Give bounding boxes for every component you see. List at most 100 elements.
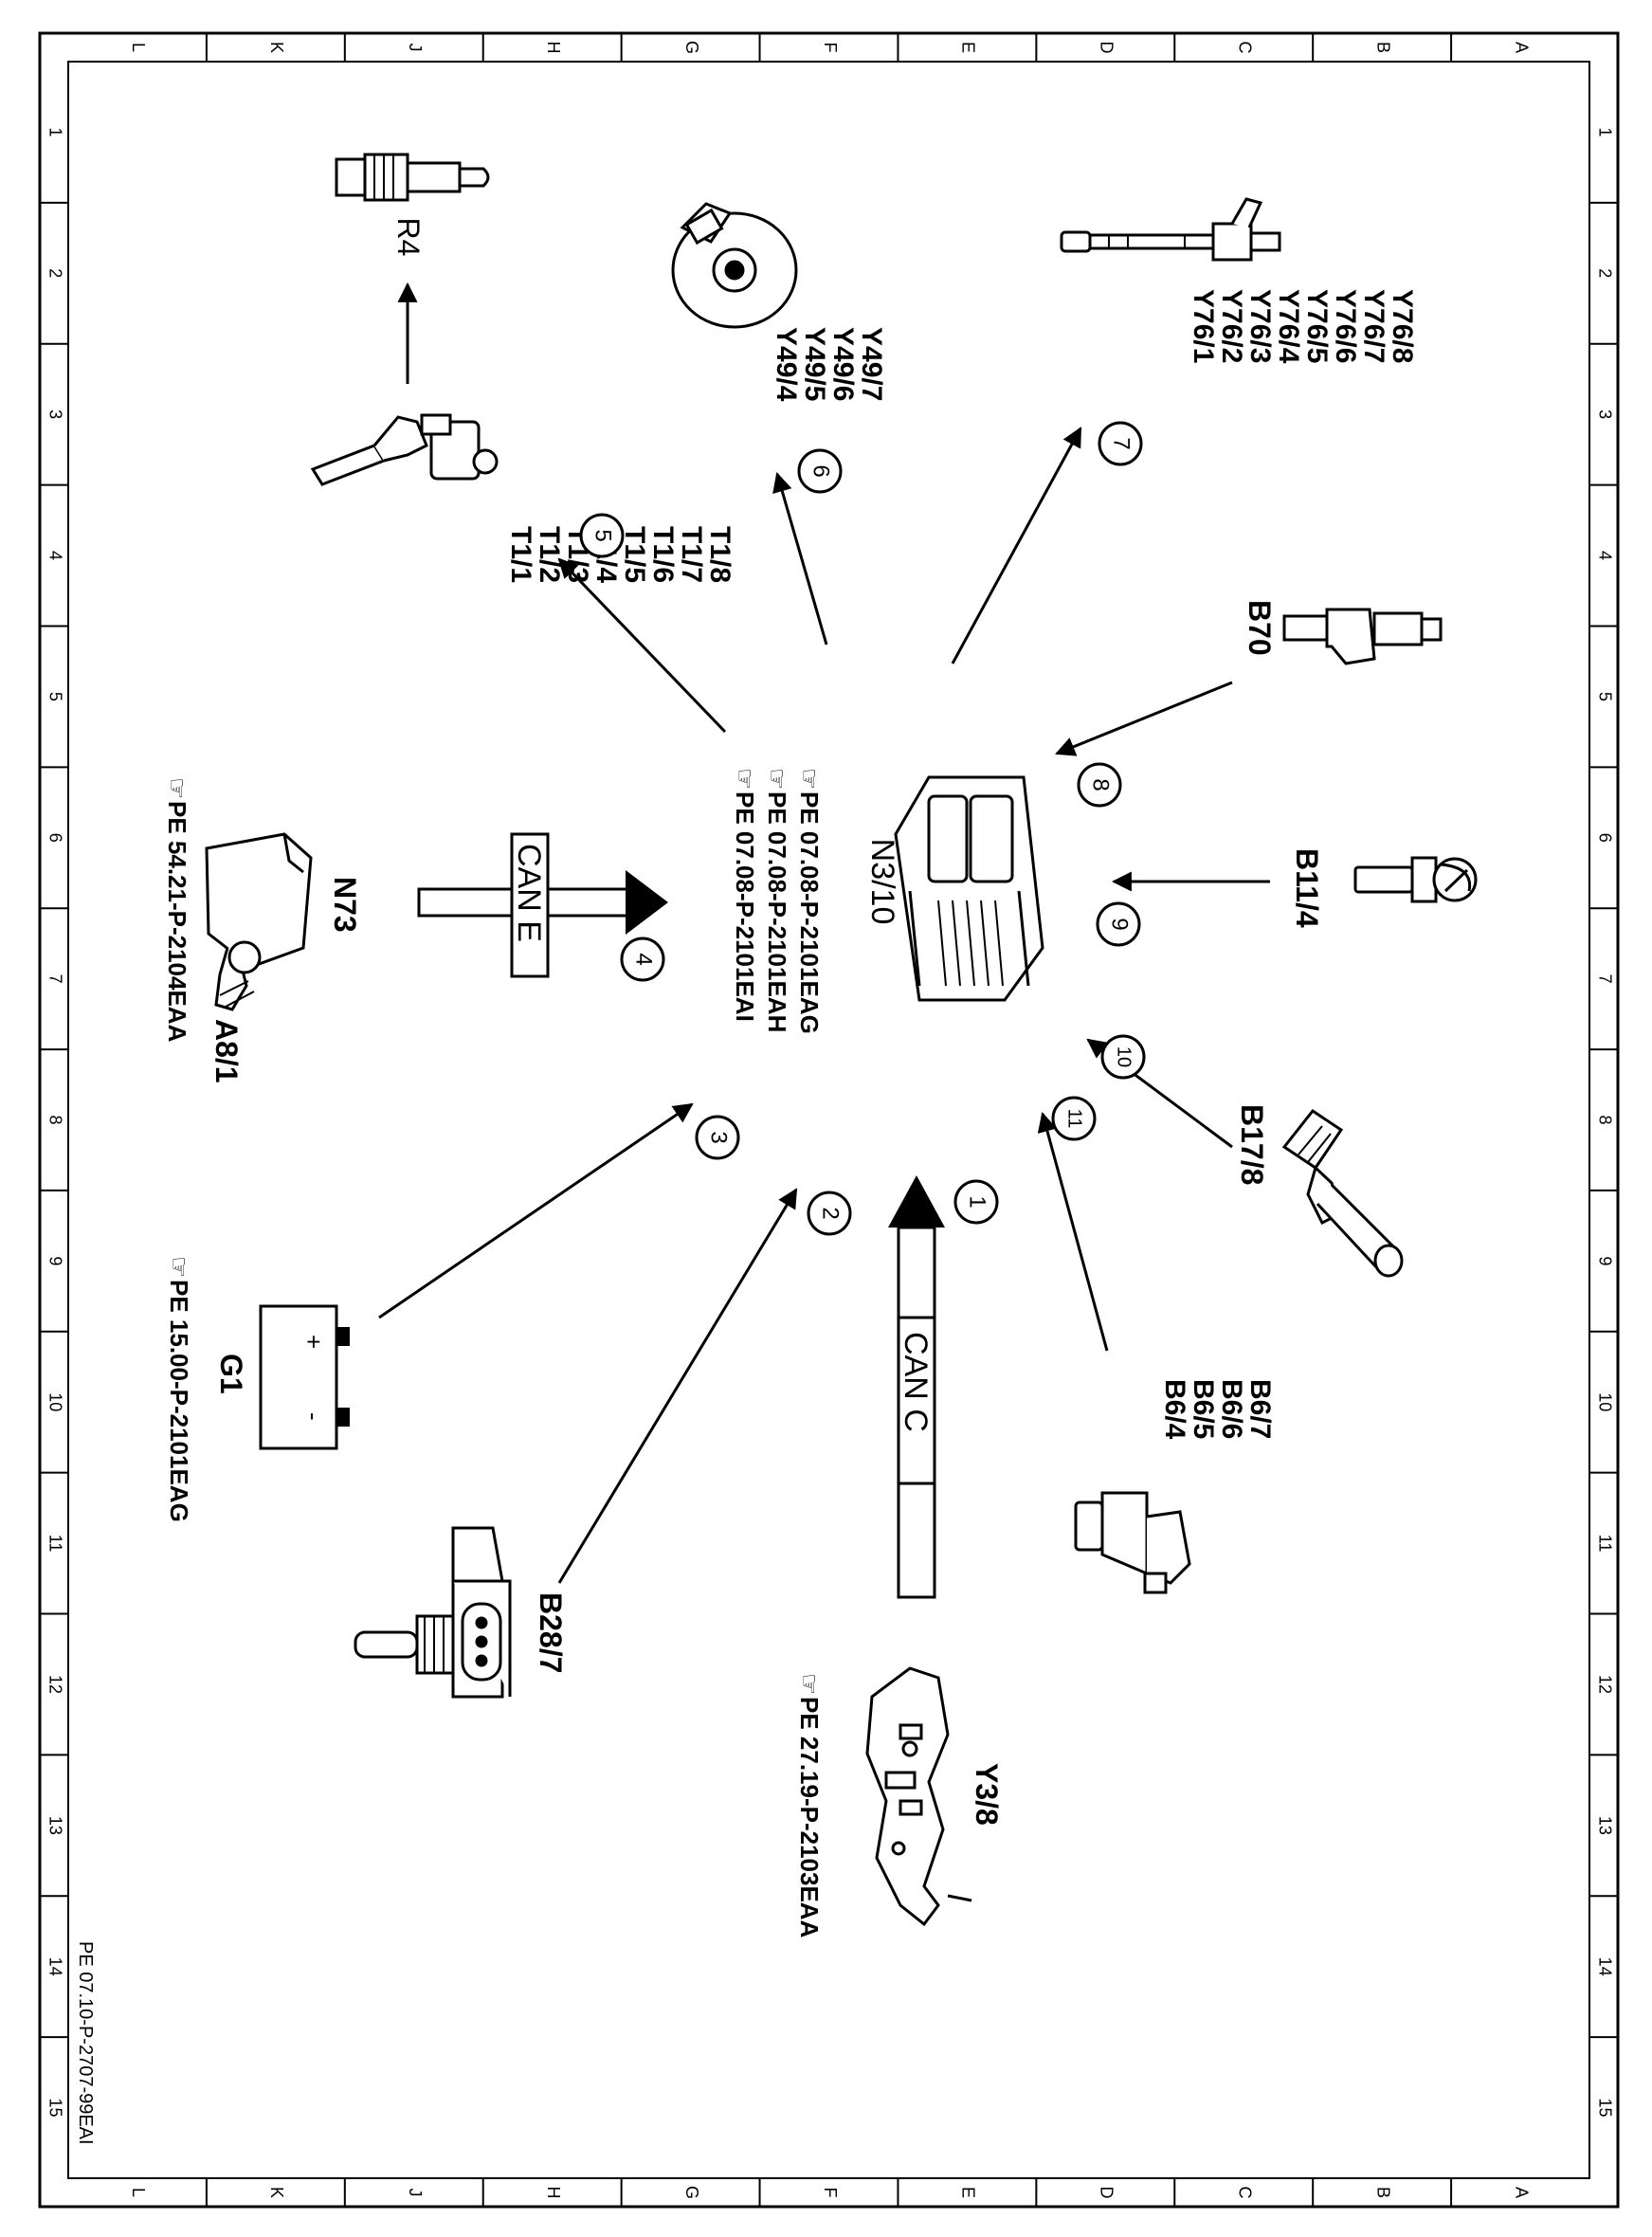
frame-column-label: F [821,43,840,53]
frame-row-label: 11 [1595,1535,1614,1553]
pointing-hand-icon: ☞ [731,768,759,790]
pointing-hand-icon: ☞ [165,1256,193,1278]
pointing-hand-icon: ☞ [795,768,824,790]
transmission-control-y3-8[interactable]: Y3/8 ☞ PE 27.19-P-2103EAA [795,1666,1004,1938]
frame-column-label: B [1373,2187,1392,2198]
battery-reference: ☞ PE 15.00-P-2101EAG [165,1256,193,1522]
ecu-references: PE 07.08-P-2101EAG PE 07.08-P-2101EAH PE… [731,768,824,1034]
can-c-label: CAN C [898,1332,934,1432]
frame-row-label: 3 [1595,409,1614,419]
frame-row-label: 6 [45,833,64,843]
battery-plus: + [300,1335,328,1349]
frame-column-label: G [682,41,701,54]
ignition-coil-code: T1/6 [647,526,679,583]
ignition-ref: PE 54.21-P-2104EAA [163,801,191,1043]
frame-row-label: 10 [45,1392,64,1411]
signal-number-1: 1 [965,1195,990,1208]
ignition-switch-n73[interactable]: N73 A8/1 ☞ PE 54.21-P-2104EAA [163,777,362,1083]
frame-row-label: 12 [1595,1675,1614,1694]
frame-row-label: 15 [45,2099,64,2118]
can-e-label: CAN E [511,844,547,942]
camshaft-adjuster-code: Y49/5 [799,327,830,401]
ignition-coil-t1[interactable]: T1/1T1/2T1/3T1/4T1/5T1/6T1/7T1/8 [310,413,735,583]
ecu-ref-3: PE 07.08-P-2101EAI [731,791,759,1022]
pointing-hand-icon: ☞ [163,777,191,799]
frame-row-label: 3 [45,409,64,419]
cam-hall-sensor-code: B6/4 [1159,1379,1190,1440]
frame-column-label: D [1098,2187,1116,2199]
frame-row-label: 8 [1595,1115,1614,1124]
frame-row-label: 1 [45,127,64,136]
arrow-3 [378,1102,694,1319]
arrow-6 [772,471,828,646]
frame-row-label: 10 [1595,1392,1614,1411]
pointing-hand-icon: ☞ [763,768,791,790]
spark-plug-r4[interactable]: R4 [335,153,490,257]
frame-column-label: C [1235,2187,1254,2199]
frame-column-label: K [267,2187,286,2198]
ignition-coil-code: T1/2 [534,526,565,583]
frame-column-label: A [1512,2187,1531,2198]
frame-column-label: J [406,2189,425,2197]
transmission-code: Y3/8 [970,1763,1004,1826]
signal-number-circle [1051,1096,1097,1141]
transmission-reference: ☞ PE 27.19-P-2103EAA [795,1673,824,1938]
frame-column-label: L [129,43,148,52]
frame-row-label: 12 [45,1675,64,1694]
signal-number-circle [695,1115,740,1160]
frame-row-label: 14 [45,1957,64,1976]
ignition-coil-code: T1/8 [704,526,735,583]
coolant-sensor-b11-4[interactable]: B11/4 [1290,848,1478,928]
frame-column-label: J [406,44,425,52]
transmission-ref: PE 27.19-P-2103EAA [795,1697,824,1938]
frame-row-label: 13 [1595,1816,1614,1835]
arrow-7 [951,427,1082,664]
drawing-number: PE 07.10-P-2707-99EAI [75,1941,96,2145]
signal-number-5: 5 [590,529,616,541]
signal-number-8: 8 [1088,778,1114,791]
frame-column-label: G [682,2186,701,2199]
frame-column-label: D [1098,42,1116,54]
signal-number-circle [1098,421,1143,466]
frame-row-label: 14 [1595,1957,1614,1976]
spark-plug-code: R4 [391,218,426,257]
signal-number-6: 6 [808,464,834,477]
ecu-ref-2: PE 07.08-P-2101EAH [763,791,791,1032]
frame-row-label: 9 [45,1256,64,1265]
frame-column-label: H [544,2187,563,2199]
pointing-hand-icon: ☞ [795,1673,824,1695]
frame-row-label: 6 [1595,833,1614,843]
frame-row-label: 5 [1595,692,1614,701]
signal-number-circle [620,937,665,982]
arrow-2 [557,1188,798,1584]
frame-row-label: 7 [1595,974,1614,984]
cam-hall-sensor-code: B6/7 [1244,1379,1276,1439]
ignition-coil-code: T1/7 [676,526,707,583]
air-sensor-b17-8[interactable]: B17/8 [1235,1104,1404,1278]
camshaft-adjuster-code: Y49/4 [771,327,802,402]
frame-row-label: 9 [1595,1256,1614,1265]
signal-arrows [378,427,1270,1584]
ignition-switch-code: N73 [328,877,362,933]
signal-number-circle [1096,901,1141,947]
crank-sensor-b70[interactable]: B70 [1243,600,1443,665]
battery-g1[interactable]: + - G1 ☞ PE 15.00-P-2101EAG [165,1256,350,1522]
pressure-sensor-b28-7[interactable]: B28/7 [354,1526,568,1699]
ecu-code: N3/10 [864,839,900,925]
cam-hall-sensor-b6[interactable]: B6/4B6/5B6/6B6/7 [1074,1379,1276,1594]
frame-row-label: 1 [1595,127,1614,136]
frame-row-label: 13 [45,1816,64,1835]
battery-ref: PE 15.00-P-2101EAG [165,1280,193,1522]
frame-column-label: E [959,2187,978,2198]
frame-column-label: H [544,42,563,54]
ecu-n3-10[interactable]: N3/10 [864,775,1044,1002]
signal-number-10: 10 [1114,1046,1135,1067]
ignition-coil-code: T1/1 [505,526,536,583]
signal-number-circle [797,448,843,494]
arrow-5 [557,557,727,734]
